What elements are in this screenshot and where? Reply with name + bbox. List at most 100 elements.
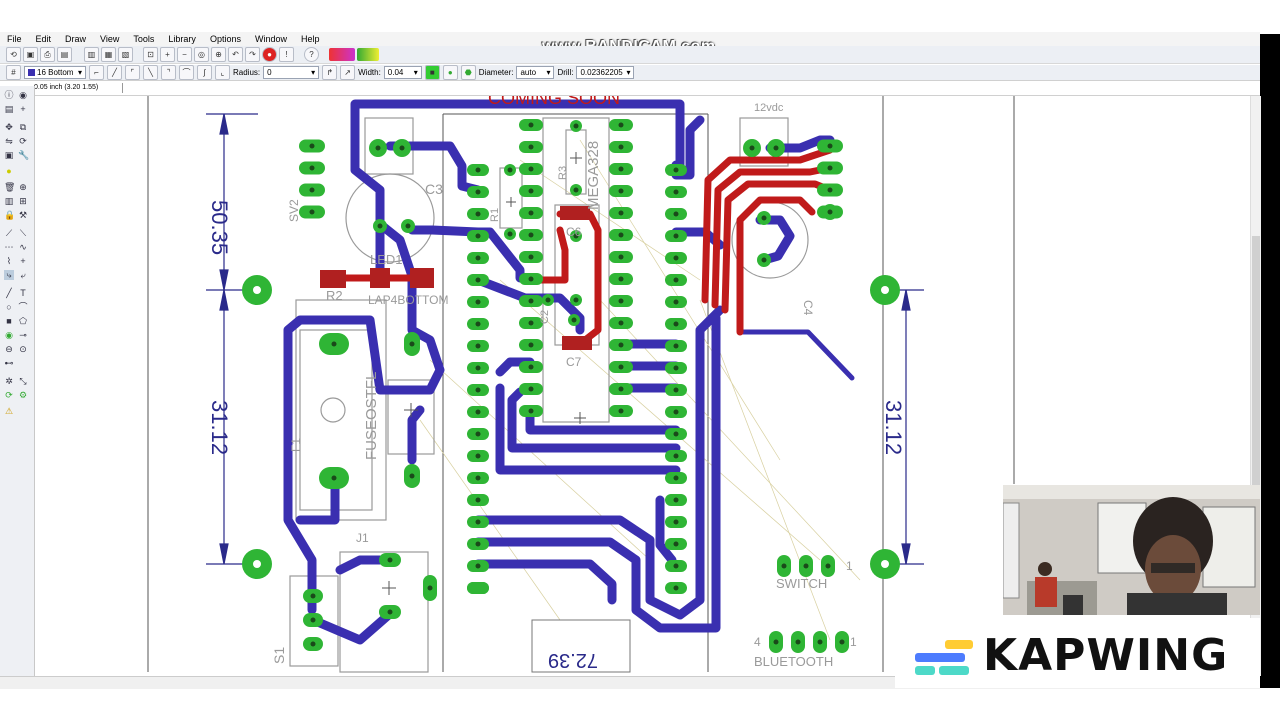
zoom-in-icon[interactable]: + — [160, 47, 175, 62]
optimize-icon[interactable]: ⋯ — [4, 242, 14, 252]
script-icon[interactable]: ▧ — [118, 47, 133, 62]
bend-2-icon[interactable]: ⌜ — [125, 65, 140, 80]
menu-library[interactable]: Library — [168, 34, 196, 44]
scrollbar-thumb[interactable] — [1252, 236, 1260, 576]
menu-draw[interactable]: Draw — [65, 34, 87, 44]
bend-7-icon[interactable]: ⌞ — [215, 65, 230, 80]
arc-icon[interactable]: ⌒ — [18, 302, 28, 312]
show-icon[interactable]: ◉ — [19, 90, 27, 100]
bend-6-icon[interactable]: ∫ — [197, 65, 212, 80]
polygon-icon[interactable]: ⬠ — [19, 316, 27, 326]
dim-left-bottom: 31.12 — [207, 400, 232, 455]
autorouter-icon[interactable]: ⤡ — [19, 376, 27, 386]
split-icon[interactable]: ⟋ — [5, 228, 13, 238]
smash-icon[interactable]: ⚒ — [18, 210, 28, 220]
warning-icon[interactable]: ⚠ — [4, 406, 14, 416]
pad-hole — [618, 320, 624, 326]
pad-hole — [673, 431, 679, 437]
bend-0-icon[interactable]: ⌐ — [89, 65, 104, 80]
menu-window[interactable]: Window — [254, 34, 287, 44]
via-octagon-icon[interactable]: ⬣ — [460, 65, 476, 80]
route-icon[interactable]: + — [20, 256, 26, 266]
via-icon[interactable]: ◉ — [5, 330, 13, 340]
pcbquote-icon[interactable] — [357, 48, 379, 61]
undo-icon[interactable]: ↶ — [228, 47, 243, 62]
save-icon[interactable]: ▣ — [23, 47, 38, 62]
radius-label: Radius: — [233, 68, 261, 77]
circle-icon[interactable]: ○ — [6, 302, 12, 312]
diameter-input[interactable]: auto▾ — [516, 66, 555, 79]
menu-options[interactable]: Options — [209, 34, 241, 44]
attribute-icon[interactable]: ⊙ — [19, 344, 27, 354]
delete-icon[interactable]: 🗑 — [4, 182, 16, 192]
print-icon[interactable]: ⎙ — [40, 47, 55, 62]
wire-icon[interactable]: ╱ — [6, 288, 12, 298]
info-icon[interactable]: ⓘ — [4, 90, 14, 100]
drc-icon[interactable]: ⟳ — [5, 390, 13, 400]
radius-input[interactable]: 0▾ — [263, 66, 320, 79]
width-input[interactable]: 0.04▾ — [383, 66, 422, 79]
zoom-select-icon[interactable]: ⊕ — [211, 47, 226, 62]
zoom-redraw-icon[interactable]: ◎ — [194, 47, 209, 62]
redo-icon[interactable]: ↷ — [245, 47, 260, 62]
meander-icon[interactable]: ∿ — [19, 242, 27, 252]
mounting-holes — [242, 275, 900, 579]
mirror-icon[interactable]: ⇋ — [5, 136, 13, 146]
value-icon[interactable]: ⊞ — [19, 196, 27, 206]
menu-view[interactable]: View — [100, 34, 120, 44]
go-icon[interactable]: ! — [279, 47, 294, 62]
menu-tools[interactable]: Tools — [133, 34, 155, 44]
pad-hole — [781, 563, 787, 569]
miter-icon[interactable]: ⟍ — [19, 228, 27, 238]
route-active-icon[interactable]: ⤷ — [4, 270, 14, 280]
board-icon[interactable]: ▦ — [101, 47, 116, 62]
board-outline — [147, 96, 1015, 672]
bend-1-icon[interactable]: ╱ — [107, 65, 122, 80]
zoom-out-icon[interactable]: − — [177, 47, 192, 62]
cam-icon[interactable]: ▤ — [57, 47, 72, 62]
grid-icon[interactable]: # — [6, 65, 21, 80]
webcam-overlay — [1003, 485, 1260, 615]
layer-select[interactable]: 16 Bottom▾ — [24, 66, 86, 79]
mark-icon[interactable]: + — [20, 104, 26, 114]
c6-label: C6 — [566, 225, 582, 239]
vertical-scrollbar[interactable] — [1250, 96, 1261, 676]
zoom-fit-icon[interactable]: ⊡ — [143, 47, 158, 62]
signal-icon[interactable]: ⊸ — [19, 330, 27, 340]
designlink-icon[interactable] — [329, 48, 355, 61]
bend-4-icon[interactable]: ⌝ — [161, 65, 176, 80]
drill-input[interactable]: 0.02362205▾ — [576, 66, 635, 79]
via-square-icon[interactable]: ■ — [424, 65, 440, 80]
dimension-icon[interactable]: ⊷ — [4, 358, 14, 368]
lock-icon[interactable]: 🔒 — [4, 210, 16, 220]
errors-icon[interactable]: ⚙ — [18, 390, 28, 400]
menu-file[interactable]: File — [7, 34, 22, 44]
menu-help[interactable]: Help — [300, 34, 320, 44]
rotate-icon[interactable]: ⟳ — [19, 136, 27, 146]
via-round-icon[interactable]: ● — [442, 65, 458, 80]
move-icon[interactable]: ✥ — [5, 122, 13, 132]
menu-edit[interactable]: Edit — [35, 34, 52, 44]
miter-straight-icon[interactable]: ↗ — [340, 65, 356, 80]
display-icon[interactable]: ▤ — [4, 104, 14, 114]
hole-icon[interactable]: ⊖ — [5, 344, 13, 354]
rect-icon[interactable]: ■ — [6, 316, 12, 326]
change-icon[interactable]: 🔧 — [18, 150, 30, 160]
stop-icon[interactable]: ● — [262, 47, 277, 62]
bend-3-icon[interactable]: ╲ — [143, 65, 158, 80]
command-input[interactable] — [122, 83, 1253, 93]
bend-5-icon[interactable]: ⌒ — [179, 65, 194, 80]
copy-icon[interactable]: ⧉ — [19, 122, 27, 132]
schematic-icon[interactable]: ▥ — [84, 47, 99, 62]
text-icon[interactable]: T — [20, 288, 26, 298]
group-icon[interactable]: ▣ — [4, 150, 14, 160]
name-icon[interactable]: ▥ — [4, 196, 14, 206]
slice-icon[interactable]: ⌇ — [6, 256, 12, 266]
add-icon[interactable]: ⊕ — [19, 182, 27, 192]
open-icon[interactable]: ⟲ — [6, 47, 21, 62]
help-icon[interactable]: ? — [304, 47, 319, 62]
ripup-icon[interactable]: ⤶ — [20, 270, 26, 280]
ratsnest-icon[interactable]: ✲ — [5, 376, 13, 386]
paint-icon[interactable]: ● — [6, 166, 12, 176]
miter-round-icon[interactable]: ↱ — [322, 65, 338, 80]
